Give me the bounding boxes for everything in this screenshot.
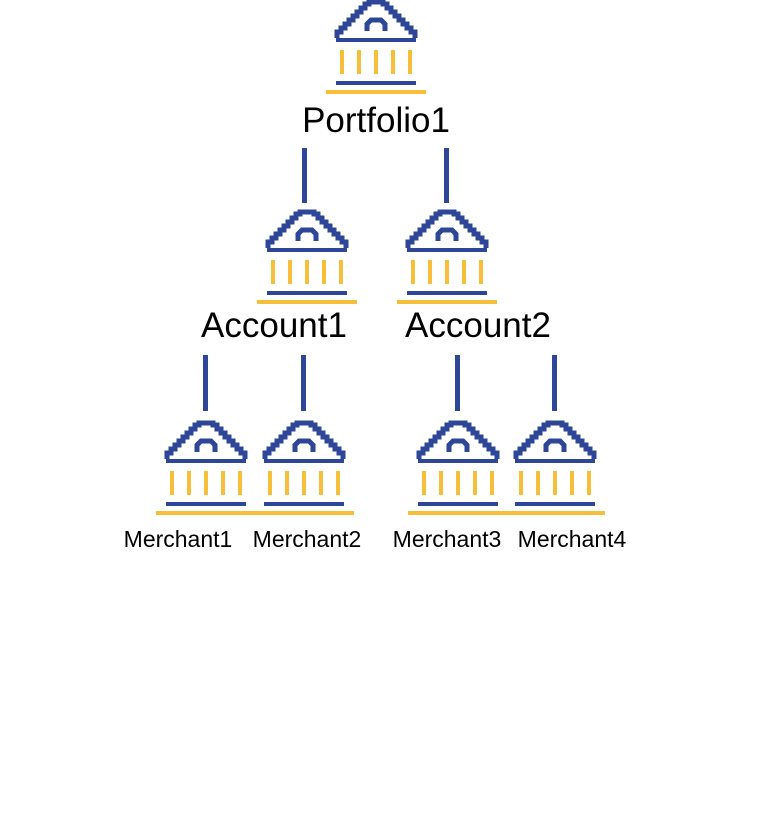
merchant-label: Merchant2 xyxy=(253,526,362,552)
bank-building-icon xyxy=(397,212,497,304)
connector-portfolio-account2 xyxy=(444,148,449,203)
node-merchant-4[interactable]: Merchant4 xyxy=(505,423,627,552)
bank-building-icon xyxy=(505,423,605,515)
connector-account2-merchant3 xyxy=(455,355,460,411)
bank-building-icon xyxy=(326,2,426,94)
merchant-label: Merchant3 xyxy=(393,526,502,552)
bank-building-icon xyxy=(156,423,256,515)
node-account-2[interactable]: Account2 xyxy=(397,212,551,345)
account-label: Account2 xyxy=(405,306,551,345)
connectors xyxy=(203,148,557,411)
bank-building-icon xyxy=(254,423,354,515)
node-merchant-3[interactable]: Merchant3 xyxy=(393,423,508,552)
node-merchant-2[interactable]: Merchant2 xyxy=(253,423,362,552)
node-portfolio[interactable]: Portfolio1 xyxy=(302,2,450,140)
bank-building-icon xyxy=(257,212,357,304)
node-account-1[interactable]: Account1 xyxy=(201,212,357,345)
merchant-label: Merchant4 xyxy=(518,526,627,552)
merchant-label: Merchant1 xyxy=(124,526,233,552)
connector-account1-merchant1 xyxy=(203,355,208,411)
connector-portfolio-account1 xyxy=(302,148,307,203)
node-merchant-1[interactable]: Merchant1 xyxy=(124,423,256,552)
bank-building-icon xyxy=(408,423,508,515)
connector-account1-merchant2 xyxy=(301,355,306,411)
account-label: Account1 xyxy=(201,306,347,345)
connector-account2-merchant4 xyxy=(552,355,557,411)
portfolio-label: Portfolio1 xyxy=(302,101,450,140)
